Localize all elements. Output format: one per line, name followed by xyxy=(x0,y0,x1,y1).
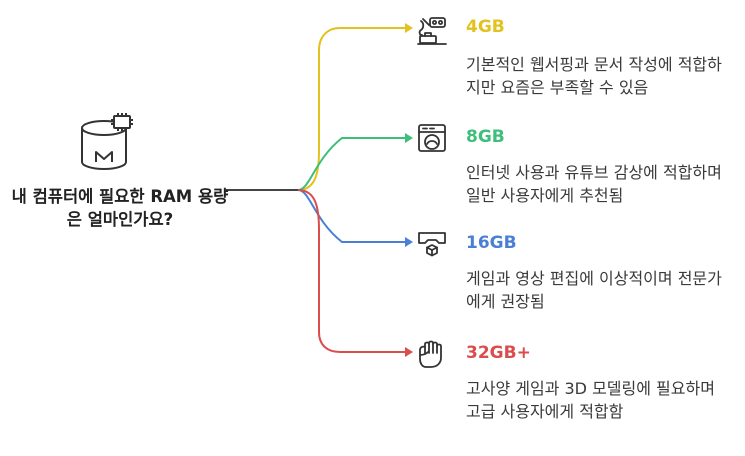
branch-description-16gb: 게임과 영상 편집에 이상적이며 전문가에게 권장됨 xyxy=(466,269,722,311)
vr-headset-desk-icon xyxy=(416,14,448,46)
fist-icon xyxy=(416,338,448,370)
arrowhead-32gb xyxy=(405,347,413,357)
arrowhead-16gb xyxy=(405,237,413,247)
branch-label-8gb: 8GB xyxy=(466,127,505,147)
washing-machine-icon xyxy=(416,122,448,154)
root-title: 내 컴퓨터에 필요한 RAM 용량은 얼마인가요? xyxy=(11,187,229,229)
arrowhead-8gb xyxy=(405,133,413,143)
branch-description-4gb: 기본적인 웹서핑과 문서 작성에 적합하지만 요즘은 부족할 수 있음 xyxy=(466,55,722,97)
branch-label-4gb: 4GB xyxy=(466,17,505,37)
branch-connector-32gb xyxy=(297,189,405,353)
branch-label-16gb: 16GB xyxy=(466,233,517,253)
vr-cube-display-icon xyxy=(416,226,448,258)
branch-connector-4gb xyxy=(297,27,405,191)
arrowhead-4gb xyxy=(405,23,413,33)
branch-description-8gb: 인터넷 사용과 유튜브 감상에 적합하며 일반 사용자에게 추천됨 xyxy=(466,163,722,205)
branch-description-32gb: 고사양 게임과 3D 모델링에 필요하며 고급 사용자에게 적합함 xyxy=(466,379,715,421)
ram-chip-icon xyxy=(74,112,136,174)
branch-connector-8gb xyxy=(297,137,405,191)
branch-label-32gb: 32GB+ xyxy=(466,343,531,363)
